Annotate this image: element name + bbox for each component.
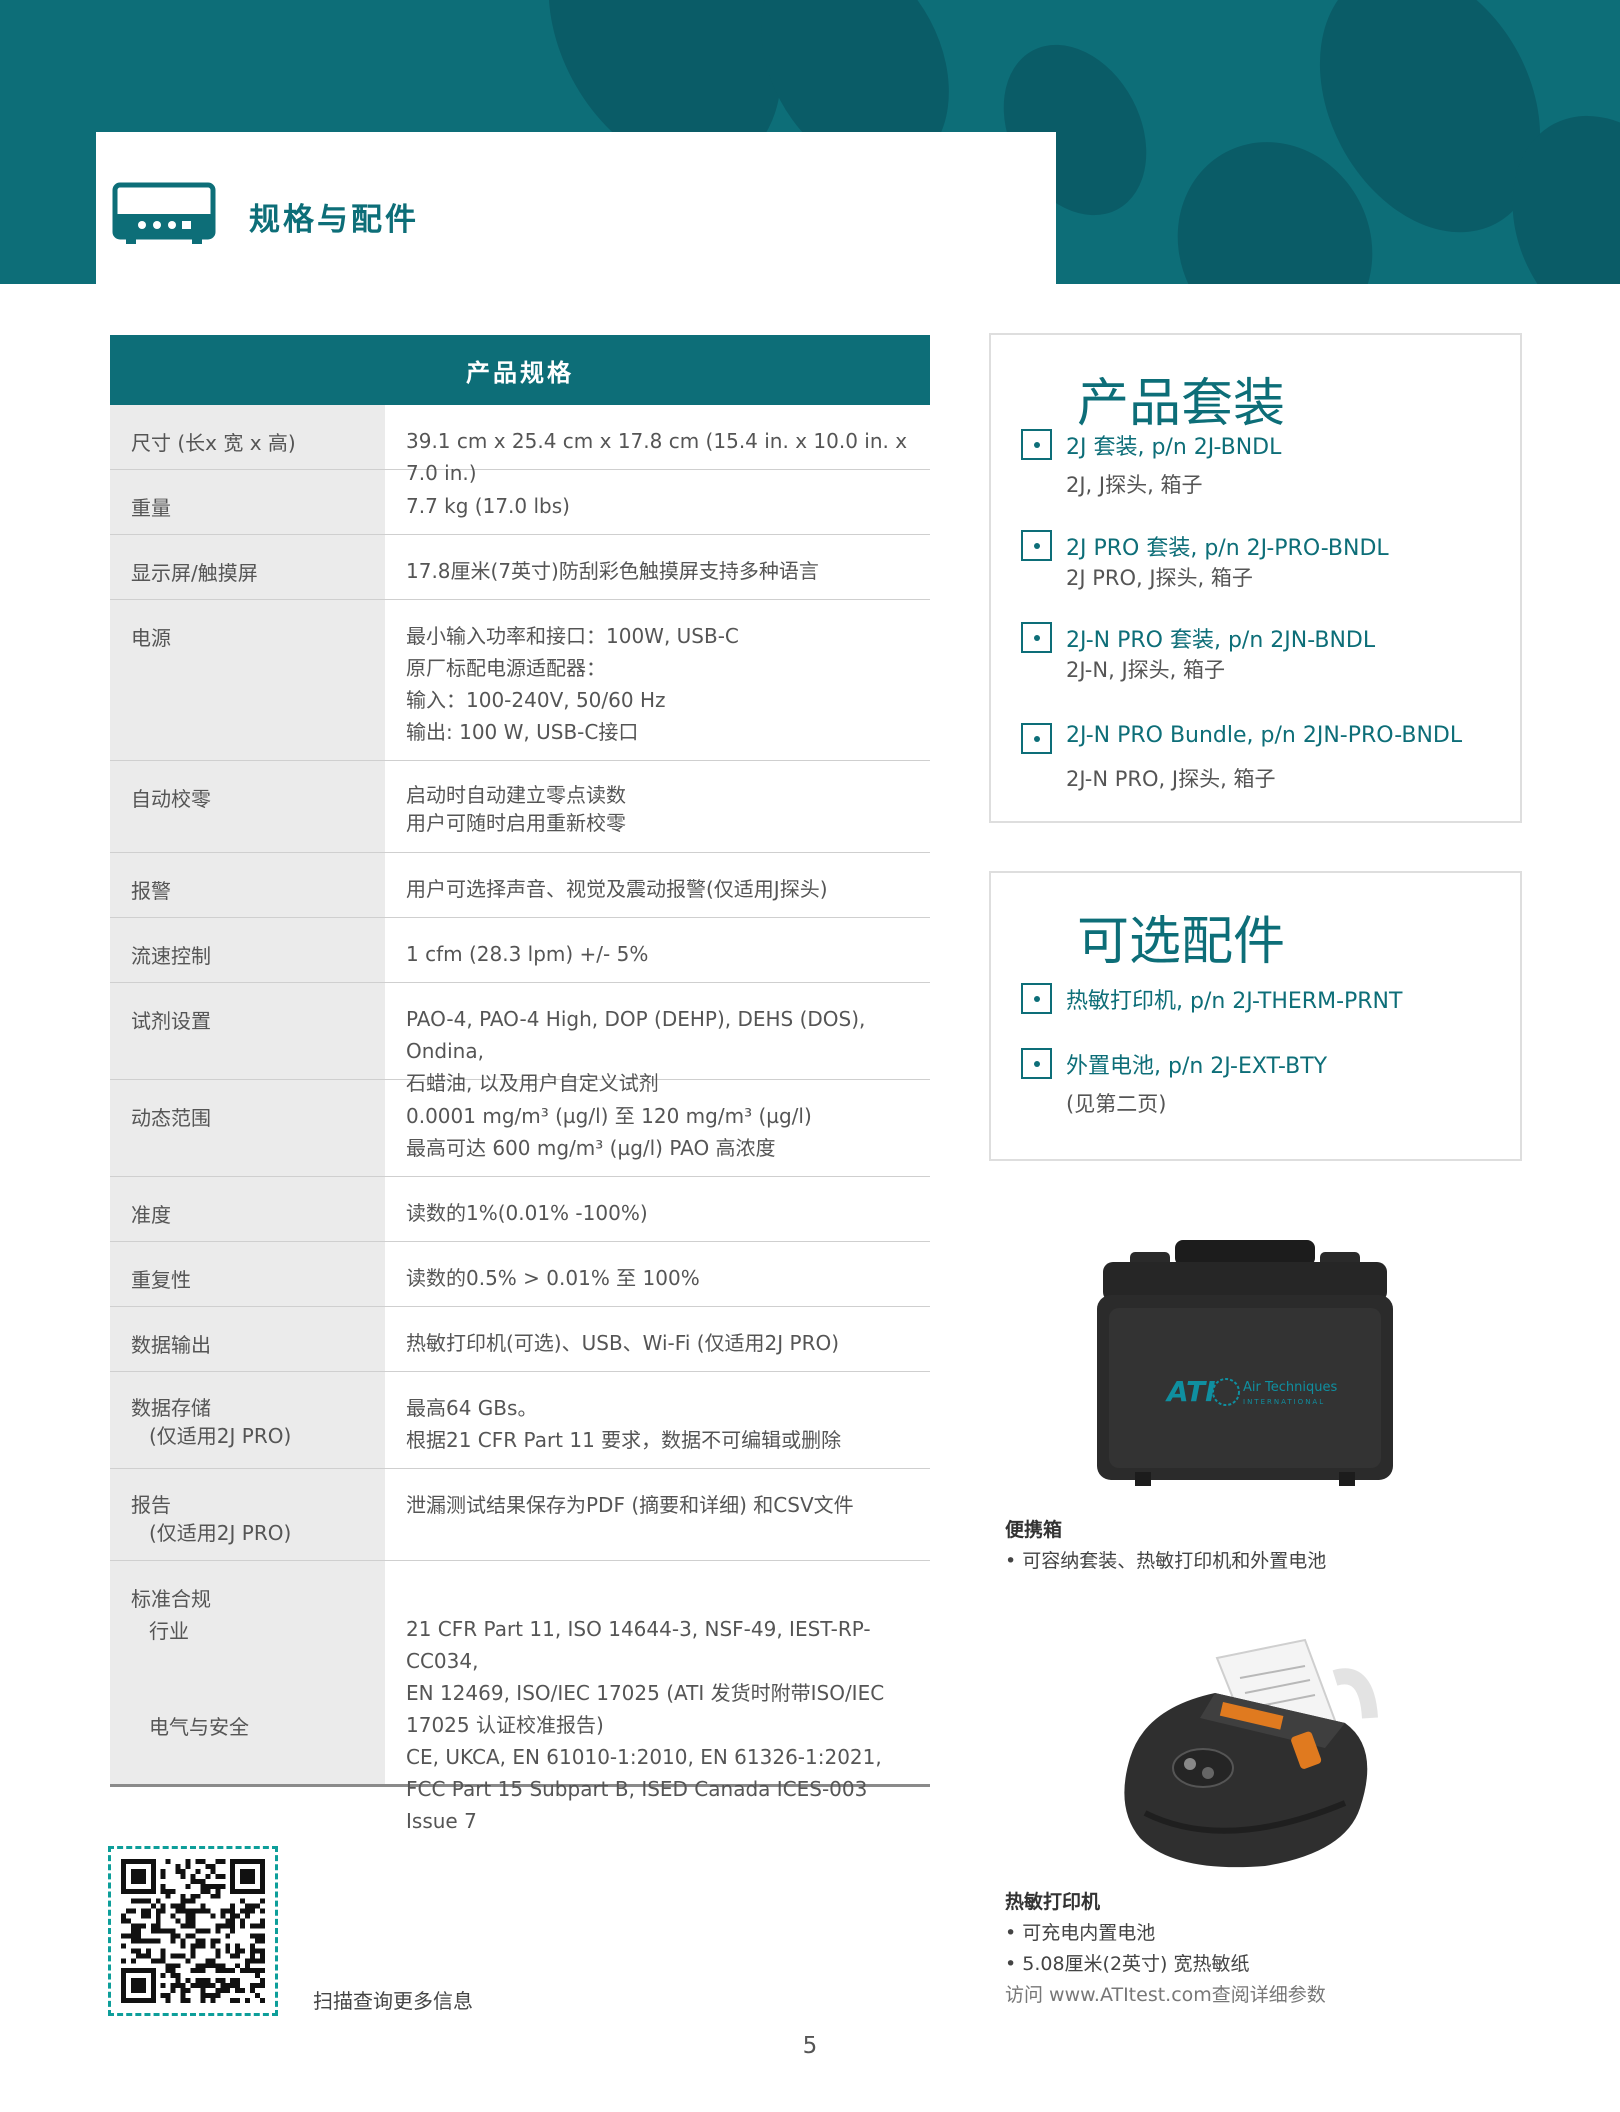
spec-value: 39.1 cm x 25.4 cm x 17.8 cm (15.4 in. x … — [406, 429, 908, 485]
printer-caption: 热敏打印机 • 可充电内置电池 • 5.08厘米(2英寸) 宽热敏纸 访问 ww… — [1005, 1887, 1326, 2011]
item-sub: 2J-N, J探头, 箱子 — [1066, 658, 1225, 682]
spec-key: 数据输出 — [110, 1307, 385, 1371]
table-row: 自动校零 启动时自动建立零点读数 用户可随时启用重新校零 — [110, 761, 930, 853]
table-row: 数据输出 热敏打印机(可选)、USB、Wi-Fi (仅适用2J PRO) — [110, 1307, 930, 1372]
table-row: 显示屏/触摸屏 17.8厘米(7英寸)防刮彩色触摸屏支持多种语言 — [110, 535, 930, 600]
spec-value: 热敏打印机(可选)、USB、Wi-Fi (仅适用2J PRO) — [406, 1331, 840, 1355]
item-label: 2J-N PRO 套装, p/n 2JN-BNDL — [1066, 628, 1376, 653]
table-row: 动态范围 0.0001 mg/m³ (µg/l) 至 120 mg/m³ (µg… — [110, 1080, 930, 1177]
spec-key: 数据存储 (仅适用2J PRO) — [110, 1372, 385, 1468]
instrument-device-icon — [112, 182, 216, 244]
checkbox-icon — [1021, 622, 1052, 653]
spec-key: 重量 — [110, 470, 385, 534]
svg-text:INTERNATIONAL: INTERNATIONAL — [1243, 1398, 1325, 1406]
spec-value: 读数的1%(0.01% -100%) — [406, 1201, 648, 1225]
spec-table: 产品规格 尺寸 (长x 宽 x 高) 39.1 cm x 25.4 cm x 1… — [110, 335, 930, 1833]
qr-code-icon[interactable] — [121, 1859, 265, 2003]
item-label: 外置电池, p/n 2J-EXT-BTY — [1066, 1054, 1328, 1079]
spec-key: 试剂设置 — [110, 983, 385, 1079]
item-label: 2J-N PRO Bundle, p/n 2JN-PRO-BNDL — [1066, 723, 1463, 748]
spec-key: 电源 — [110, 600, 385, 760]
spec-value: 用户可选择声音、视觉及震动报警(仅适用J探头) — [406, 877, 828, 901]
spec-key: 动态范围 — [110, 1080, 385, 1176]
spec-value: PAO-4, PAO-4 High, DOP (DEHP), DEHS (DOS… — [406, 1007, 866, 1095]
checkbox-icon — [1021, 983, 1052, 1014]
bundles-box: 产品套装 2J 套装, p/n 2J-BNDL 2J, J探头, 箱子 2J P… — [989, 333, 1522, 823]
spec-key: 尺寸 (长x 宽 x 高) — [110, 405, 385, 469]
accessories-title: 可选配件 — [1077, 912, 1286, 972]
spec-table-title: 产品规格 — [110, 335, 930, 405]
section-title-card: 规格与配件 — [96, 132, 1056, 284]
table-row: 数据存储 (仅适用2J PRO) 最高64 GBs。 根据21 CFR Part… — [110, 1372, 930, 1469]
svg-text:Air Techniques: Air Techniques — [1243, 1380, 1337, 1395]
printer-caption-line: • 可充电内置电池 — [1005, 1922, 1156, 1944]
qr-note: 扫描查询更多信息 — [313, 1989, 473, 2013]
table-row: 尺寸 (长x 宽 x 高) 39.1 cm x 25.4 cm x 17.8 c… — [110, 405, 930, 485]
case-caption-title: 便携箱 — [1005, 1519, 1063, 1541]
case-caption-line: • 可容纳套装、热敏打印机和外置电池 — [1005, 1550, 1327, 1572]
case-caption: 便携箱 • 可容纳套装、热敏打印机和外置电池 — [1005, 1515, 1326, 1577]
spec-value: 17.8厘米(7英寸)防刮彩色触摸屏支持多种语言 — [406, 559, 819, 583]
spec-key: 流速控制 — [110, 918, 385, 982]
table-row: 流速控制 1 cfm (28.3 lpm) +/- 5% — [110, 918, 930, 983]
printer-caption-title: 热敏打印机 — [1005, 1891, 1101, 1913]
spec-key: 标准合规 行业 电气与安全 — [110, 1561, 385, 1784]
table-row: 试剂设置 PAO-4, PAO-4 High, DOP (DEHP), DEHS… — [110, 983, 930, 1095]
bundles-title: 产品套装 — [1077, 374, 1286, 434]
printer-caption-note: 访问 www.ATItest.com查阅详细参数 — [1005, 1984, 1326, 2006]
table-row: 电源 最小输入功率和接口：100W, USB-C 原厂标配电源适配器： 输入：1… — [110, 600, 930, 761]
spec-key: 准度 — [110, 1177, 385, 1241]
spec-key: 报警 — [110, 853, 385, 917]
spec-key: 自动校零 — [110, 761, 385, 852]
spec-key: 显示屏/触摸屏 — [110, 535, 385, 599]
printer-caption-line: • 5.08厘米(2英寸) 宽热敏纸 — [1005, 1953, 1250, 1975]
spec-value: 1 cfm (28.3 lpm) +/- 5% — [406, 942, 649, 966]
spec-value: 启动时自动建立零点读数 用户可随时启用重新校零 — [406, 783, 626, 835]
spec-value: 最小输入功率和接口：100W, USB-C 原厂标配电源适配器： 输入：100-… — [406, 624, 739, 744]
carrying-case-image: ATI Air Techniques INTERNATIONAL — [1097, 1240, 1393, 1486]
table-row: 重复性 读数的0.5% > 0.01% 至 100% — [110, 1242, 930, 1307]
spec-value: 7.7 kg (17.0 lbs) — [406, 494, 570, 518]
thermal-printer-image — [1124, 1638, 1378, 1868]
checkbox-icon — [1021, 429, 1052, 460]
spec-key: 重复性 — [110, 1242, 385, 1306]
table-row: 准度 读数的1%(0.01% -100%) — [110, 1177, 930, 1242]
item-sub: 2J PRO, J探头, 箱子 — [1066, 566, 1253, 590]
qr-code-frame — [108, 1846, 278, 2016]
case-logo: ATI — [1165, 1375, 1216, 1408]
spec-value: 读数的0.5% > 0.01% 至 100% — [406, 1266, 700, 1290]
page-title: 规格与配件 — [249, 202, 419, 238]
table-row: 报警 用户可选择声音、视觉及震动报警(仅适用J探头) — [110, 853, 930, 918]
item-sub: 2J-N PRO, J探头, 箱子 — [1066, 767, 1276, 791]
spec-value: 最高64 GBs。 根据21 CFR Part 11 要求，数据不可编辑或删除 — [406, 1396, 842, 1452]
spec-value: 21 CFR Part 11, ISO 14644-3, NSF-49, IES… — [406, 1617, 885, 1833]
table-row: 重量 7.7 kg (17.0 lbs) — [110, 470, 930, 535]
item-sub: (见第二页) — [1066, 1092, 1167, 1116]
spec-key: 报告 (仅适用2J PRO) — [110, 1469, 385, 1560]
table-row: 报告 (仅适用2J PRO) 泄漏测试结果保存为PDF (摘要和详细) 和CSV… — [110, 1469, 930, 1561]
checkbox-icon — [1021, 1048, 1052, 1079]
item-label: 2J 套装, p/n 2J-BNDL — [1066, 435, 1282, 460]
item-label: 2J PRO 套装, p/n 2J-PRO-BNDL — [1066, 536, 1389, 561]
spec-value: 0.0001 mg/m³ (µg/l) 至 120 mg/m³ (µg/l) 最… — [406, 1104, 812, 1160]
checkbox-icon — [1021, 723, 1052, 754]
item-label: 热敏打印机, p/n 2J-THERM-PRNT — [1066, 989, 1403, 1014]
item-sub: 2J, J探头, 箱子 — [1066, 473, 1203, 497]
spec-value: 泄漏测试结果保存为PDF (摘要和详细) 和CSV文件 — [406, 1493, 854, 1517]
checkbox-icon — [1021, 530, 1052, 561]
page-number: 5 — [802, 2033, 818, 2059]
table-row: 标准合规 行业 电气与安全 21 CFR Part 11, ISO 14644-… — [110, 1561, 930, 1833]
accessories-box: 可选配件 热敏打印机, p/n 2J-THERM-PRNT 外置电池, p/n … — [989, 871, 1522, 1161]
